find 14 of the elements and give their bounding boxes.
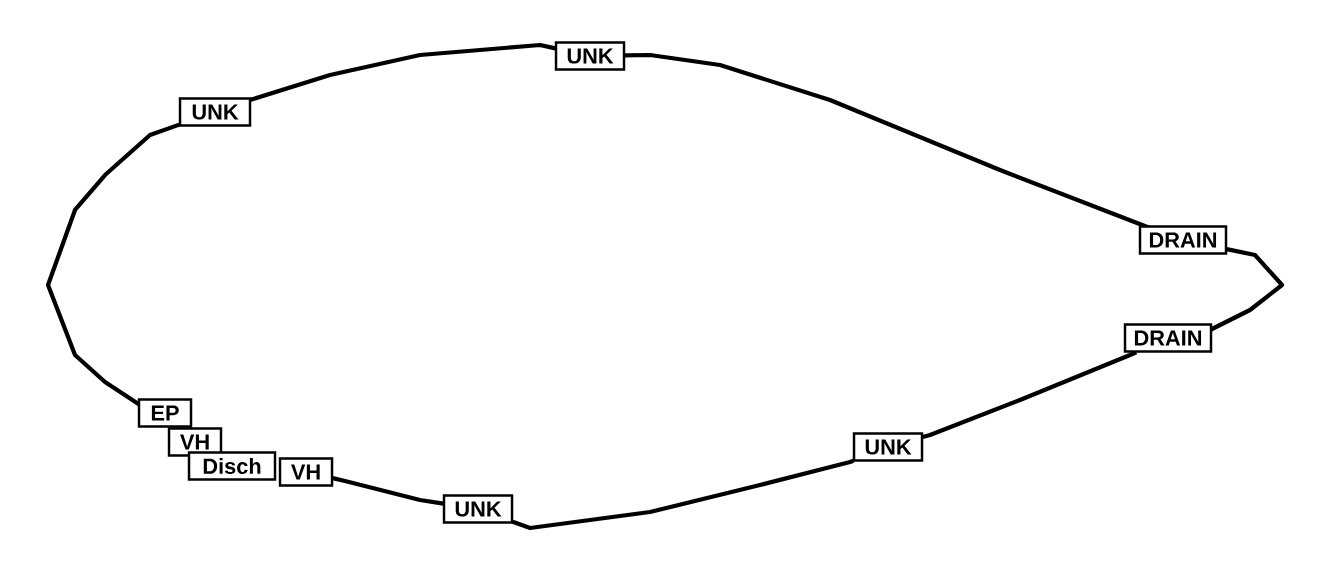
label-box: EP [137, 398, 193, 428]
label-box: VH [167, 427, 223, 457]
loop-line [922, 350, 1138, 440]
loop-line [512, 458, 855, 531]
label-box: DRAIN [1138, 225, 1228, 255]
loop-line [45, 122, 180, 408]
loop-line [332, 476, 444, 506]
label-box: DRAIN [1123, 323, 1213, 353]
label-box: UNK [442, 494, 514, 524]
label-box: UNK [554, 41, 626, 71]
label-box: VH [278, 457, 334, 487]
label-box: UNK [178, 97, 252, 127]
label-box: Disch [187, 451, 277, 481]
label-box: UNK [852, 432, 924, 462]
